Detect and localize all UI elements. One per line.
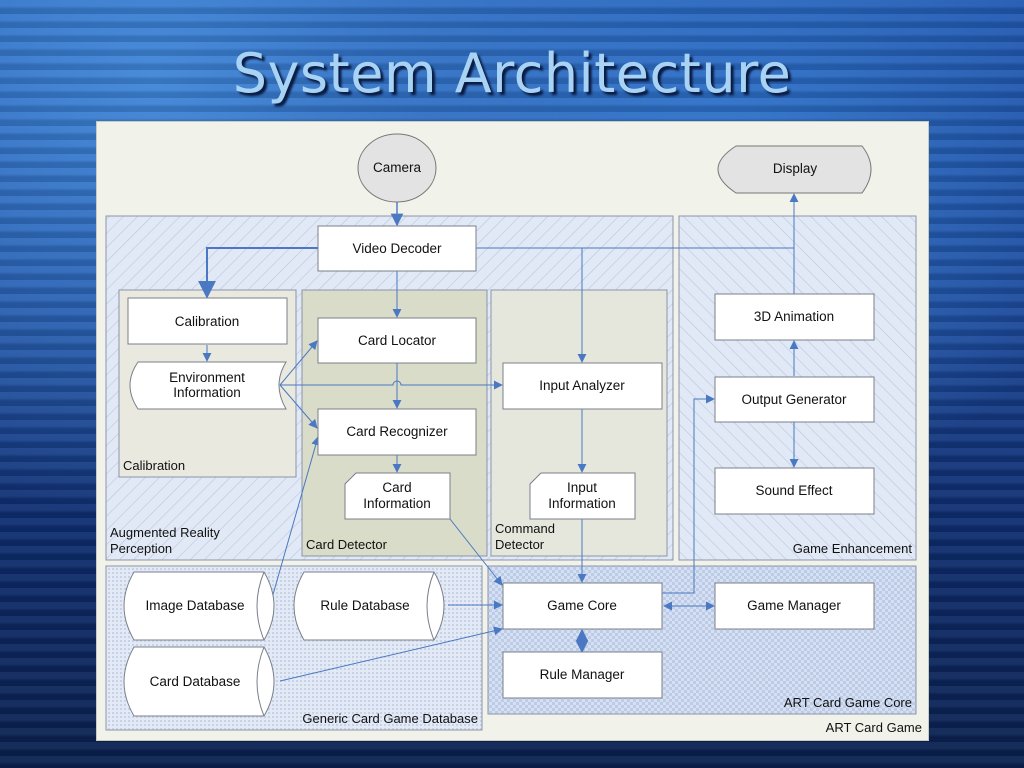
node-calibration [127, 297, 288, 345]
node-rule-database-end [426, 571, 435, 641]
node-card-recognizer-label: Card Recognizer [346, 424, 448, 439]
node-game-manager [714, 582, 875, 630]
node-3d-animation-label: 3D Animation [754, 309, 834, 324]
node-output-generator [714, 376, 875, 423]
group-generic-db-label: Generic Card Game Database [302, 711, 478, 726]
group-card-detector-label: Card Detector [306, 537, 388, 552]
edge-env-locator [279, 340, 318, 386]
node-input-information [529, 472, 636, 520]
node-image-database-end [256, 571, 265, 641]
edge-carddb-core [279, 626, 503, 682]
node-card-recognizer [317, 408, 477, 456]
group-command-detector-label-1: Command [495, 521, 555, 536]
node-rule-manager [502, 651, 663, 699]
node-input-analyzer-label: Input Analyzer [539, 378, 625, 393]
node-card-locator-label: Card Locator [358, 333, 437, 348]
group-game-enhancement-label: Game Enhancement [793, 541, 913, 556]
node-environment-information [129, 361, 287, 410]
node-card-db-label: Card Database [150, 674, 241, 689]
node-game-core [502, 582, 663, 630]
node-input-analyzer [502, 362, 663, 410]
node-game-core-label: Game Core [547, 598, 617, 613]
group-ar-perception-label-1: Augmented Reality [110, 525, 220, 540]
group-ar-perception-label-2: Perception [110, 541, 172, 556]
node-calibration-label: Calibration [175, 314, 240, 329]
node-card-locator [317, 317, 477, 364]
node-input-info-label-2: Information [548, 496, 616, 511]
node-camera [357, 133, 437, 203]
node-input-info-label-1: Input [567, 480, 597, 495]
edge-imagedb-recognizer [269, 436, 321, 606]
group-command-detector-label-2: Detector [495, 537, 545, 552]
node-3d-animation [714, 293, 875, 341]
node-card-database-end [256, 646, 265, 717]
node-output-generator-label: Output Generator [741, 392, 847, 407]
edge-core-output [662, 394, 715, 594]
node-env-info-label-2: Information [173, 385, 241, 400]
slide-title: System Architecture [232, 42, 792, 105]
edge-cardinfo-core [449, 518, 503, 586]
node-display [717, 145, 872, 194]
group-calibration-label: Calibration [123, 458, 185, 473]
node-sound-effect [714, 467, 875, 515]
group-core-label: ART Card Game Core [784, 695, 912, 710]
node-env-info-label-1: Environment [169, 370, 245, 385]
node-card-info-label-2: Information [363, 496, 431, 511]
node-card-info-label-1: Card [382, 480, 411, 495]
edge-decoder-calibration [198, 247, 318, 299]
group-outer-label: ART Card Game [826, 720, 922, 735]
node-video-decoder [317, 225, 477, 272]
node-card-information [344, 472, 451, 520]
node-sound-effect-label: Sound Effect [755, 483, 832, 498]
node-display-label: Display [773, 161, 818, 176]
node-game-manager-label: Game Manager [747, 598, 841, 613]
node-video-decoder-label: Video Decoder [352, 241, 442, 256]
node-rule-db-label: Rule Database [320, 598, 409, 613]
node-image-db-label: Image Database [145, 598, 244, 613]
edge-env-recognizer [279, 384, 318, 429]
node-camera-label: Camera [373, 160, 422, 175]
node-rule-manager-label: Rule Manager [540, 667, 625, 682]
